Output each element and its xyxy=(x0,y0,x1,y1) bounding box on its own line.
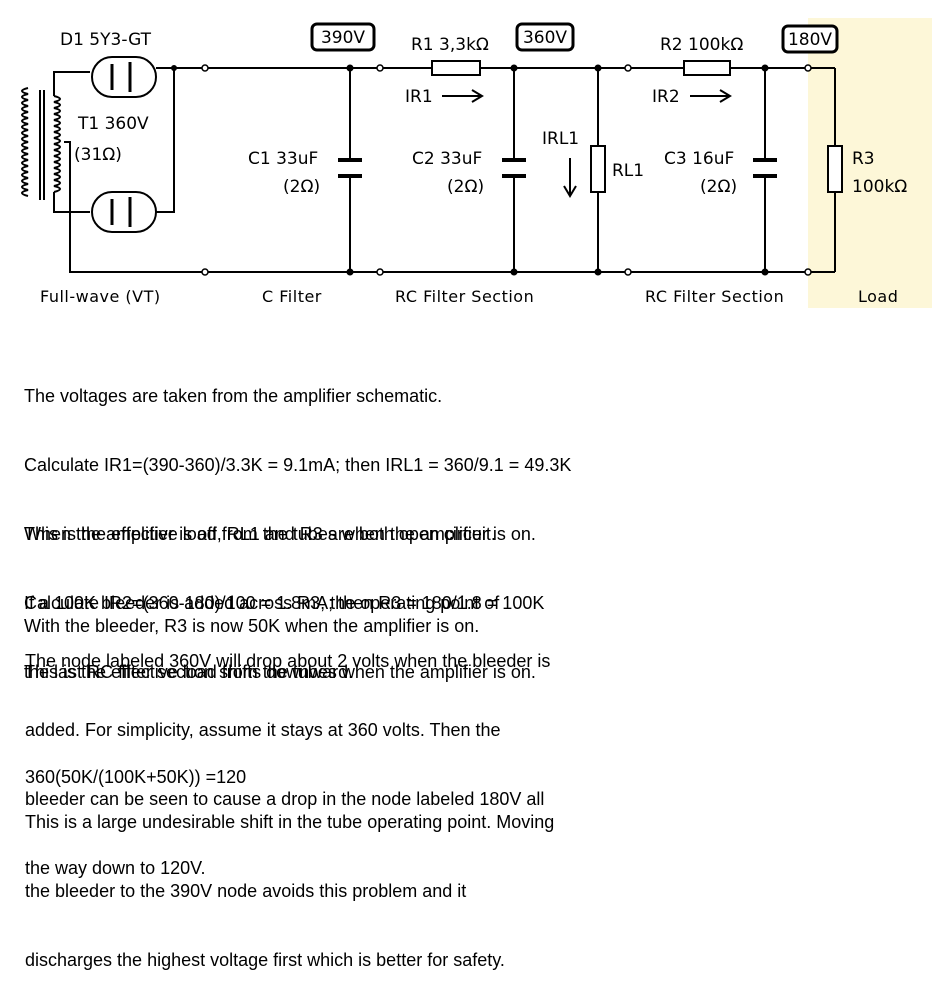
notes-paragraph-4: The node labeled 360V will drop about 2 … xyxy=(25,604,550,903)
transformer-resistance-label: (31Ω) xyxy=(74,145,122,165)
notes-line: The node labeled 360V will drop about 2 … xyxy=(25,651,551,671)
notes-line: added. For simplicity, assume it stays a… xyxy=(25,720,501,740)
ir2-label: IR2 xyxy=(652,87,680,107)
c2-esr-label: (2Ω) xyxy=(447,177,484,197)
voltage-360-label: 360V xyxy=(523,28,567,48)
power-supply-schematic: 390V 360V 180V D1 5Y3-GT T1 360V (31Ω) C… xyxy=(21,18,932,308)
section-rc2-label: RC Filter Section xyxy=(645,287,784,306)
notes-line: This is the effective load from the tube… xyxy=(24,524,536,544)
irl1-label: IRL1 xyxy=(542,129,579,149)
c1-label: C1 33uF xyxy=(248,149,318,169)
voltage-box-360 xyxy=(515,22,575,52)
c2-label: C2 33uF xyxy=(412,149,482,169)
notes-paragraph-2: When the amplifier is off, RL1 and R3 ar… xyxy=(24,477,499,707)
notes-line: If a 100K bleeder is added across R3, th… xyxy=(24,593,500,613)
resistor-rl1-icon xyxy=(590,68,606,272)
tube-label: D1 5Y3-GT xyxy=(60,30,152,50)
notes-line: With the bleeder, R3 is now 50K when the… xyxy=(24,616,480,636)
r3-value-label: 100kΩ xyxy=(852,177,907,197)
rectifier-tube-lower-icon xyxy=(91,191,157,233)
arrow-ir1-icon xyxy=(442,89,484,103)
notes-line: the bleeder to the 390V node avoids this… xyxy=(25,881,467,901)
capacitor-c3-icon xyxy=(753,68,777,272)
arrow-ir2-icon xyxy=(690,89,732,103)
notes-line: discharges the highest voltage first whi… xyxy=(25,950,505,970)
r2-label: R2 100kΩ xyxy=(660,35,743,55)
notes-line: the last RC filter section shifts downwa… xyxy=(24,662,354,682)
notes-line: This is a large undesirable shift in the… xyxy=(25,812,555,832)
c3-label: C3 16uF xyxy=(664,149,734,169)
notes-formula: 360(50K/(100K+50K)) =120 xyxy=(25,720,246,812)
notes-line: This is the effective load from the tube… xyxy=(24,662,536,682)
section-rc1-label: RC Filter Section xyxy=(395,287,534,306)
ir1-label: IR1 xyxy=(405,87,433,107)
notes-paragraph-1: The voltages are taken from the amplifie… xyxy=(24,339,571,707)
r1-label: R1 3,3kΩ xyxy=(411,35,489,55)
transformer-secondary-icon xyxy=(53,95,61,193)
c3-esr-label: (2Ω) xyxy=(700,177,737,197)
voltage-390-label: 390V xyxy=(321,28,365,48)
transformer-label: T1 360V xyxy=(77,114,149,134)
c1-esr-label: (2Ω) xyxy=(283,177,320,197)
section-cfilter-label: C Filter xyxy=(262,287,322,306)
voltage-box-180 xyxy=(781,24,839,54)
resistor-r1-icon xyxy=(431,60,481,76)
section-load-label: Load xyxy=(858,287,898,306)
capacitor-c2-icon xyxy=(502,68,526,272)
rectifier-tube-upper-icon xyxy=(91,56,157,98)
notes-paragraph-6: This is a large undesirable shift in the… xyxy=(25,765,554,995)
r3-label: R3 xyxy=(852,149,875,169)
notes-line: Calculate IR2=(360-180)/100 = 1.8mA; the… xyxy=(24,593,545,613)
notes-paragraph-3: With the bleeder, R3 is now 50K when the… xyxy=(24,569,479,661)
notes-line: 360(50K/(100K+50K)) =120 xyxy=(25,767,247,787)
notes-line: Calculate IR1=(390-360)/3.3K = 9.1mA; th… xyxy=(24,455,572,475)
capacitor-c1-icon xyxy=(338,68,362,272)
notes-line: The voltages are taken from the amplifie… xyxy=(24,386,443,406)
notes-line: When the amplifier is off, RL1 and R3 ar… xyxy=(24,524,496,544)
rl1-label: RL1 xyxy=(612,161,644,181)
transformer-primary-icon xyxy=(21,87,29,197)
section-fullwave-label: Full-wave (VT) xyxy=(40,287,161,306)
notes-line: bleeder can be seen to cause a drop in t… xyxy=(25,789,545,809)
resistor-r2-icon xyxy=(683,60,731,76)
arrow-irl1-icon xyxy=(563,158,577,198)
voltage-box-390 xyxy=(310,22,376,52)
voltage-180-label: 180V xyxy=(788,30,832,50)
resistor-r3-icon xyxy=(827,68,843,272)
